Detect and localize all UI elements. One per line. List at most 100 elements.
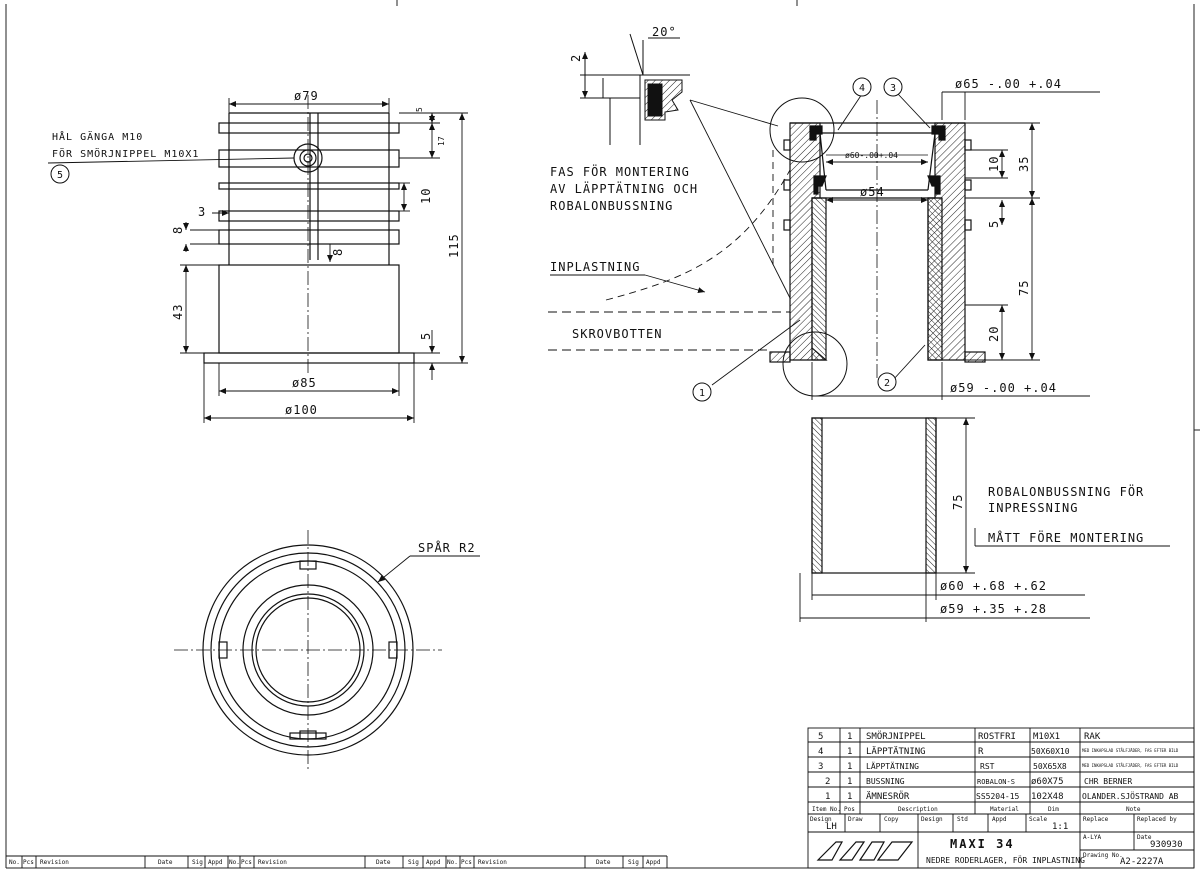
- balloon-1: [692, 382, 712, 402]
- part-material: RST: [980, 762, 995, 771]
- tb-replace: Replace: [1083, 816, 1109, 823]
- part-note: CHR BERNER: [1084, 777, 1132, 786]
- tb-scale-label: Scale: [1029, 816, 1047, 823]
- bushing-texts: 75 ROBALONBUSSNING FÖR INPRESSNING MÅTT …: [940, 483, 1144, 616]
- part-item: 5: [818, 732, 823, 742]
- hdr-pos: Pos: [844, 806, 855, 813]
- part-dim: M10X1: [1033, 732, 1060, 742]
- drawing-title: MAXI 34: [950, 837, 1015, 851]
- section-balloons: 1 2 3 4: [692, 77, 903, 402]
- parts-row: 1 1 ÄMNESRÖR SS5204-15 102X48 OLANDER.SJ…: [825, 791, 1179, 802]
- tb-drawing-no-label: Drawing No.: [1083, 852, 1123, 859]
- hole-note-line-2: FÖR SMÖRJNIPPEL M10X1: [52, 147, 199, 160]
- dim-43: 43: [171, 304, 185, 320]
- rev2-pcs: Pcs: [241, 859, 252, 866]
- part-note: OLANDER.SJÖSTRAND AB: [1082, 791, 1179, 801]
- tb-scale-value: 1:1: [1052, 822, 1068, 832]
- bushing-dim-75: 75: [951, 494, 965, 510]
- drawing-subtitle: NEDRE RODERLAGER, FÖR INPLASTNING: [926, 855, 1085, 865]
- part-item: 4: [818, 747, 823, 757]
- bushing-note-2: INPRESSNING: [988, 501, 1078, 515]
- revision-block-grid: [6, 855, 668, 868]
- part-material: R: [978, 747, 984, 757]
- rev3-no: No.: [447, 859, 458, 866]
- bushing-dimensions: [799, 417, 1170, 622]
- dim-bottom-5: 5: [419, 332, 433, 340]
- dim-3: 3: [198, 205, 206, 219]
- part-qty: 1: [847, 747, 852, 757]
- dim-10-sec: 10: [987, 156, 1001, 172]
- tb-std: Std: [957, 816, 968, 823]
- rev3-pcs: Pcs: [461, 859, 472, 866]
- rev1-appd: Appd: [208, 859, 223, 866]
- tb-appd: Appd: [992, 816, 1007, 823]
- seal-dim-2: 2: [569, 54, 583, 62]
- tb-replaced-by: Replaced by: [1137, 816, 1177, 823]
- part-note: RAK: [1084, 732, 1101, 742]
- tb-copy: Copy: [884, 816, 899, 823]
- bushing-dim-d60: ø60 +.68 +.62: [940, 579, 1047, 593]
- dim-top-5: 5: [415, 107, 424, 112]
- part-qty: 1: [847, 777, 852, 787]
- logo-text: MAXI: [818, 864, 821, 867]
- balloon-5: [50, 164, 70, 184]
- parts-row: 5 1 SMÖRJNIPPEL ROSTFRI M10X1 RAK: [818, 731, 1101, 742]
- sheet-border: [5, 0, 1200, 869]
- bushing-dim-d59: ø59 +.35 +.28: [940, 602, 1047, 616]
- dim-d59: ø59 -.00 +.04: [950, 381, 1057, 395]
- rev1-sig: Sig: [192, 859, 203, 866]
- rev2-revision: Revision: [258, 859, 287, 866]
- balloon-3: [883, 77, 903, 97]
- title-block-grid: [807, 813, 1195, 869]
- part-note: MED INKAPSLAD STÅLFJÄDER, FAS EFTER BILD: [1082, 763, 1179, 768]
- bushing-note-3: MÅTT FÖRE MONTERING: [988, 529, 1144, 545]
- front-view-texts: ø79 ø85 ø100 5 17 115 10 3 8 8 43 5 HÅL …: [50, 89, 461, 417]
- part-material: ROSTFRI: [978, 732, 1016, 742]
- rev2-no: No.: [229, 859, 240, 866]
- rev2-sig: Sig: [408, 859, 419, 866]
- balloon-5-label: 5: [57, 170, 63, 181]
- front-view-dimensions: [47, 98, 468, 423]
- front-view: [203, 112, 415, 364]
- parts-row: 2 1 BUSSNING ROBALON-S ø60X75 CHR BERNER: [825, 777, 1132, 787]
- part-dim: ø60X75: [1031, 777, 1064, 787]
- parts-row: 4 1 LÄPPTÄTNING R 50X60X10 MED INKAPSLAD…: [818, 746, 1179, 757]
- part-desc: LÄPPTÄTNING: [866, 761, 919, 771]
- balloon-1-label: 1: [699, 388, 705, 399]
- rev3-revision: Revision: [478, 859, 507, 866]
- section-leaders: [548, 93, 931, 386]
- rev3-sig: Sig: [628, 859, 639, 866]
- rev2-appd: Appd: [426, 859, 441, 866]
- tb-design2: Design: [921, 816, 943, 823]
- note-fas-1: FAS FÖR MONTERING: [550, 163, 690, 179]
- part-item: 3: [818, 762, 823, 772]
- bushing-note-1: ROBALONBUSSNING FÖR: [988, 483, 1144, 499]
- part-item: 1: [825, 792, 830, 802]
- bushing-view: [811, 417, 937, 574]
- dim-d100: ø100: [285, 403, 318, 417]
- rev1-date: Date: [158, 859, 173, 866]
- part-desc: LÄPPTÄTNING: [866, 746, 926, 757]
- part-dim: 102X48: [1031, 792, 1064, 802]
- hdr-material: Material: [990, 806, 1019, 813]
- dim-115: 115: [447, 233, 461, 258]
- dim-8-inner: 8: [331, 248, 345, 256]
- dim-75-sec: 75: [1017, 280, 1031, 296]
- part-desc: SMÖRJNIPPEL: [866, 731, 926, 742]
- note-fas-3: ROBALONBUSSNING: [550, 199, 673, 213]
- part-material: ROBALON-S: [977, 778, 1015, 786]
- parts-header: Item No. Pos Description Material Dim No…: [812, 806, 1141, 813]
- tb-drawing-no: A2-2227A: [1120, 857, 1164, 867]
- top-view-centerlines: [174, 530, 442, 770]
- dim-d65: ø65 -.00 +.04: [955, 77, 1062, 91]
- part-material: SS5204-15: [976, 792, 1020, 801]
- balloon-4-label: 4: [859, 83, 865, 94]
- balloon-3-label: 3: [890, 83, 896, 94]
- rev3-date: Date: [596, 859, 611, 866]
- part-qty: 1: [847, 732, 852, 742]
- maxi-logo: MAXI: [816, 841, 914, 867]
- dim-8: 8: [171, 226, 185, 234]
- title-block: Design LH Draw Copy Design Std Appd Scal…: [810, 816, 1183, 867]
- tb-design-label: Design: [810, 816, 832, 823]
